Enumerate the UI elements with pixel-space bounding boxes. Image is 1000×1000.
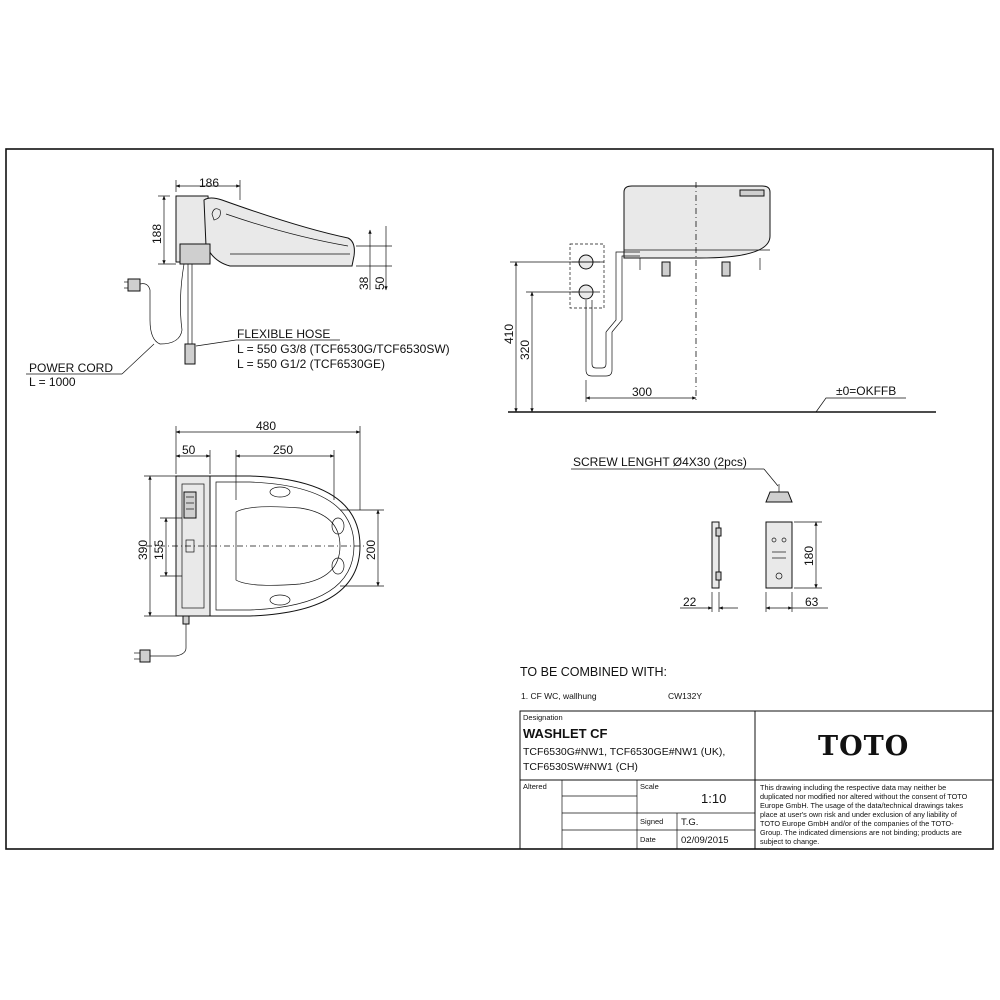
dim-top-50: 50 [182, 443, 196, 457]
date-value: 02/09/2015 [681, 835, 729, 846]
dim-side-width: 186 [199, 176, 219, 190]
dim-top-250: 250 [273, 443, 293, 457]
signed-value: T.G. [681, 817, 698, 828]
dim-top-390: 390 [136, 540, 150, 560]
dim-front-320: 320 [518, 340, 532, 360]
drawing-frame [5, 148, 994, 850]
disclaimer: This drawing including the respective da… [760, 783, 968, 846]
dim-bracket-63: 63 [805, 595, 819, 609]
dim-side-height: 188 [150, 224, 164, 244]
label-power-cord-length: L = 1000 [29, 375, 76, 389]
label-flexible-hose: FLEXIBLE HOSE [237, 327, 330, 341]
dim-side-seat: 38 [357, 276, 371, 290]
dim-bracket-180: 180 [802, 546, 816, 566]
label-screw-length: SCREW LENGHT Ø4X30 (2pcs) [573, 455, 747, 469]
scale-label: Scale [640, 782, 659, 791]
label-hose-length-g38: L = 550 G3/8 (TCF6530G/TCF6530SW) [237, 342, 450, 356]
disclaimer-line: Group. The indicated dimensions are not … [760, 828, 962, 837]
scale-value: 1:10 [701, 791, 726, 806]
dim-top-200: 200 [364, 540, 378, 560]
bracket-side [711, 521, 722, 589]
side-view: 186 188 38 50 [124, 176, 392, 365]
label-hose-length-g12: L = 550 G1/2 (TCF6530GE) [237, 357, 385, 371]
date-label: Date [640, 835, 656, 844]
label-power-cord: POWER CORD [29, 361, 113, 375]
signed-label: Signed [640, 817, 663, 826]
model-numbers-line1: TCF6530G#NW1, TCF6530GE#NW1 (UK), [523, 746, 725, 758]
disclaimer-line: TOTO Europe GmbH and/or of the companies… [760, 819, 954, 828]
top-view [134, 475, 364, 663]
disclaimer-line: duplicated nor modified nor altered with… [760, 792, 968, 801]
dim-side-body: 50 [373, 276, 387, 290]
combined-item-code: CW132Y [668, 691, 702, 701]
designation-label: Designation [523, 713, 563, 722]
disclaimer-line: place at user's own risk and under exclu… [760, 810, 958, 819]
disclaimer-line: This drawing including the respective da… [760, 783, 946, 792]
model-numbers-line2: TCF6530SW#NW1 (CH) [523, 761, 638, 773]
dim-top-155: 155 [152, 540, 166, 560]
disclaimer-line: subject to change. [760, 837, 819, 846]
label-floor-reference: ±0=OKFFB [836, 384, 896, 398]
dim-front-410: 410 [502, 324, 516, 344]
combined-item: 1. CF WC, wallhung [521, 691, 597, 701]
dim-top-480: 480 [256, 419, 276, 433]
title-block [519, 710, 994, 850]
screw-part [765, 484, 793, 503]
disclaimer-line: Europe GmbH. The usage of the data/techn… [760, 801, 963, 810]
bracket-front [765, 521, 793, 589]
dim-front-300: 300 [632, 385, 652, 399]
dim-bracket-22: 22 [683, 595, 697, 609]
combined-heading: TO BE COMBINED WITH: [520, 665, 667, 679]
product-name: WASHLET CF [523, 726, 608, 741]
brand-logo: TOTO [818, 731, 909, 762]
front-view [569, 182, 771, 400]
altered-label: Altered [523, 782, 547, 791]
